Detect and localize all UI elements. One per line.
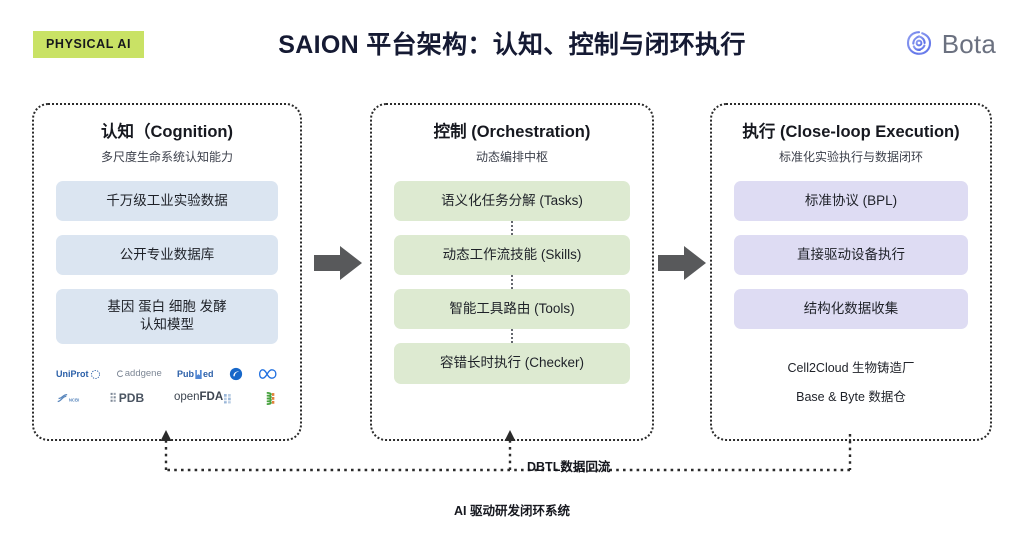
physical-ai-badge: PHYSICAL AI — [33, 31, 145, 58]
panel-execution-items: 标准协议 (BPL) 直接驱动设备执行 结构化数据收集 — [734, 180, 968, 344]
list-item-line-1: 基因 蛋白 细胞 发酵 — [107, 299, 227, 315]
panel-orchestration-title: 控制 (Orchestration) — [433, 123, 591, 141]
ncbi-logo: NCBI — [56, 392, 80, 405]
brand-name: Bota — [941, 29, 996, 59]
list-item[interactable]: 智能工具路由 (Tools) — [394, 289, 630, 330]
list-item[interactable]: 容错长时执行 (Checker) — [394, 343, 630, 384]
list-item[interactable]: 语义化任务分解 (Tasks) — [394, 180, 630, 222]
panel-orchestration-items: 语义化任务分解 (Tasks) 动态工作流技能 (Skills) 智能工具路由 … — [394, 180, 630, 384]
addgene-logo: addgene — [116, 369, 162, 379]
list-item-line-2: 认知模型 — [140, 317, 194, 333]
logo-row: UniProt addgene Pub ed — [56, 366, 278, 383]
list-item[interactable]: 千万级工业实验数据 — [56, 180, 278, 222]
page-header: PHYSICAL AI SAION 平台架构：认知、控制与闭环执行 — [0, 0, 1024, 92]
panel-orchestration: 控制 (Orchestration) 动态编排中枢 语义化任务分解 (Tasks… — [370, 103, 654, 441]
loop-arrowhead-left — [160, 430, 172, 441]
meta-infinity-logo — [258, 368, 278, 380]
execution-footnote-2: Base & Byte 数据仓 — [796, 390, 906, 405]
panel-execution: 执行 (Close-loop Execution) 标准化实验执行与数据闭环 标… — [710, 103, 992, 441]
page-title: SAION 平台架构：认知、控制与闭环执行 — [278, 31, 746, 59]
list-item[interactable]: 标准协议 (BPL) — [734, 180, 968, 222]
panel-cognition: 认知（Cognition) 多尺度生命系统认知能力 千万级工业实验数据 公开专业… — [32, 103, 302, 441]
spiral-logo-icon — [903, 27, 935, 64]
list-item[interactable]: 结构化数据收集 — [734, 289, 968, 330]
panel-cognition-subtitle: 多尺度生命系统认知能力 — [100, 149, 233, 164]
panel-cognition-title: 认知（Cognition) — [101, 123, 233, 141]
pubmed-logo: Pub ed — [176, 368, 214, 379]
list-item[interactable]: 基因 蛋白 细胞 发酵 认知模型 — [56, 289, 278, 344]
panel-cognition-items: 千万级工业实验数据 公开专业数据库 基因 蛋白 细胞 发酵 认知模型 — [56, 180, 278, 358]
loop-arrowhead-centre — [504, 430, 516, 441]
dotted-connector-icon — [394, 275, 630, 290]
circle-swirl-logo — [229, 367, 243, 381]
feedback-loop — [0, 430, 1024, 538]
loop-label: DBTL数据回流 — [527, 460, 611, 474]
biobricks-logo — [263, 391, 278, 406]
list-item[interactable]: 动态工作流技能 (Skills) — [394, 235, 630, 276]
svg-text:NCBI: NCBI — [69, 397, 79, 402]
system-label: AI 驱动研发闭环系统 — [454, 504, 570, 518]
uniprot-logo: UniProt — [56, 369, 101, 380]
execution-footnote-1: Cell2Cloud 生物铸造厂 — [787, 361, 915, 376]
panel-orchestration-subtitle: 动态编排中枢 — [475, 149, 548, 164]
arrow-cognition-to-orchestration-icon — [312, 243, 364, 283]
arrow-orchestration-to-execution-icon — [656, 243, 708, 283]
pdb-logo: PDB — [110, 392, 144, 404]
database-logo-grid: UniProt addgene Pub ed — [56, 366, 278, 407]
panel-execution-subtitle: 标准化实验执行与数据闭环 — [778, 149, 923, 164]
dotted-connector-icon — [394, 221, 630, 236]
brand-logo: Bota — [903, 27, 996, 64]
list-item[interactable]: 公开专业数据库 — [56, 235, 278, 276]
list-item[interactable]: 直接驱动设备执行 — [734, 235, 968, 276]
panel-execution-title: 执行 (Close-loop Execution) — [742, 123, 960, 141]
dotted-connector-icon — [394, 329, 630, 344]
